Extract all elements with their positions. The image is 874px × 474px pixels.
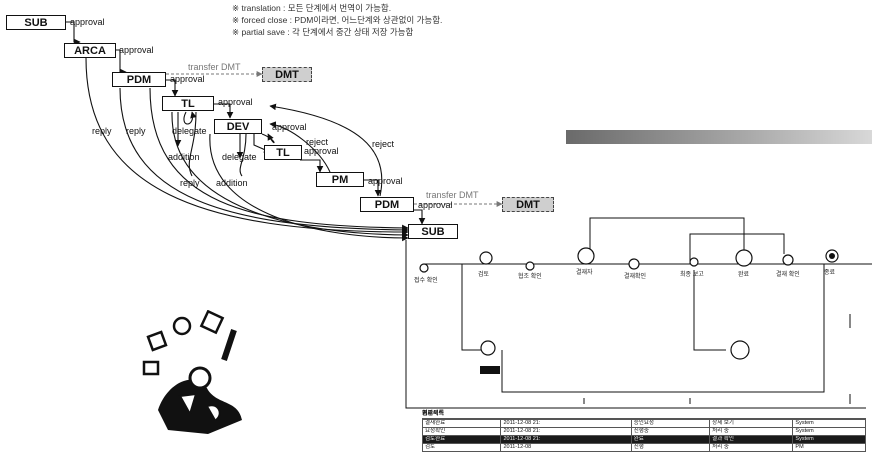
table-cell: 처리 중 <box>710 428 793 436</box>
table-cell: System <box>793 436 866 444</box>
node-arca: ARCA <box>64 43 116 58</box>
panel-title-bar <box>566 130 872 144</box>
table-row[interactable]: 요청확인 2011-12-08 21: 진행중 처리 중 System <box>423 428 866 436</box>
edge-label-transfer-dmt: transfer DMT <box>188 62 241 72</box>
panel-node-label: 종료 <box>824 270 835 277</box>
table-row[interactable]: 결재완료 2011-12-08 21: 승인요청 상세 보기 System <box>423 420 866 428</box>
node-dmt: DMT <box>262 67 312 82</box>
edge-label-reject: reject <box>306 137 328 147</box>
table-row[interactable]: 검토 2011-12-08 진행 처리 중 PM <box>423 444 866 452</box>
edge-label-approval: approval <box>119 45 154 55</box>
edge-label-reply: reply <box>126 126 146 136</box>
edge-label-approval: approval <box>368 176 403 186</box>
node-pm: PM <box>316 172 364 187</box>
node-tl: TL <box>162 96 214 111</box>
table-cell: 진행 <box>631 444 709 452</box>
table-cell: 2011-12-08 21: <box>501 436 631 444</box>
panel-node-label: 완료 <box>738 272 749 279</box>
panel-node-label: 접수 확인 <box>414 278 438 285</box>
table-cell: System <box>793 428 866 436</box>
node-sub-start: SUB <box>6 15 66 30</box>
panel-node-label: 최종 보고 <box>680 272 704 279</box>
table-cell: 2011-12-08 <box>501 444 631 452</box>
table-row[interactable]: 검토완료 2011-12-08 21: 완료 결과 확인 System <box>423 436 866 444</box>
table-cell: 검토 <box>423 444 501 452</box>
note-forced-close: ※ forced close : PDM이라면, 어느단계와 상관없이 가능함. <box>232 14 442 26</box>
cartoon-illustration <box>138 310 268 440</box>
table-cell: 2011-12-08 21: <box>501 420 631 428</box>
node-dev: DEV <box>214 119 262 134</box>
edge-label-reply: reply <box>180 178 200 188</box>
edge-label-approval: approval <box>70 17 105 27</box>
panel-tab[interactable]: 기간 <box>422 408 433 417</box>
table-cell: 요청확인 <box>423 428 501 436</box>
table-cell: 2011-12-08 21: <box>501 428 631 436</box>
panel-node-label: 협조 확인 <box>518 274 542 281</box>
table-cell: PM <box>793 444 866 452</box>
table-cell: 검토완료 <box>423 436 501 444</box>
panel-node-label: 결재자 <box>576 270 593 277</box>
edge-label-approval: approval <box>304 146 339 156</box>
note-translation: ※ translation : 모든 단계에서 번역이 가능함. <box>232 2 442 14</box>
edge-label-approval: approval <box>272 122 307 132</box>
panel-node-label: 결재확인 <box>624 274 646 281</box>
workflow-screenshot-panel: 접수 확인 검토 협조 확인 결재자 결재확인 최종 보고 완료 결재 확인 종… <box>404 104 874 474</box>
panel-node-label: 결재 확인 <box>776 272 800 279</box>
table-cell: 상세 보기 <box>710 420 793 428</box>
panel-node-label: 검토 <box>478 272 489 279</box>
table-cell: 결재완료 <box>423 420 501 428</box>
panel-history-table: 결재완료 2011-12-08 21: 승인요청 상세 보기 System 요청… <box>422 418 866 452</box>
table-cell: 완료 <box>631 436 709 444</box>
table-cell: 승인요청 <box>631 420 709 428</box>
table-cell: 결과 확인 <box>710 436 793 444</box>
edge-label-addition: addition <box>216 178 248 188</box>
edge-label-reply: reply <box>92 126 112 136</box>
table-cell: System <box>793 420 866 428</box>
note-partial-save: ※ partial save : 각 단계에서 중간 상태 저장 가능함 <box>232 26 442 38</box>
edge-label-delegate: delegate <box>172 126 207 136</box>
table-cell: 처리 중 <box>710 444 793 452</box>
table-cell: 진행중 <box>631 428 709 436</box>
edge-label-reject: reject <box>372 139 394 149</box>
edge-label-approval: approval <box>218 97 253 107</box>
edge-label-addition: addition <box>168 152 200 162</box>
node-tl-second: TL <box>264 145 302 160</box>
node-pdm: PDM <box>112 72 166 87</box>
edge-label-delegate: delegate <box>222 152 257 162</box>
edge-label-approval: approval <box>170 74 205 84</box>
notes-block: ※ translation : 모든 단계에서 번역이 가능함. ※ force… <box>232 2 442 38</box>
